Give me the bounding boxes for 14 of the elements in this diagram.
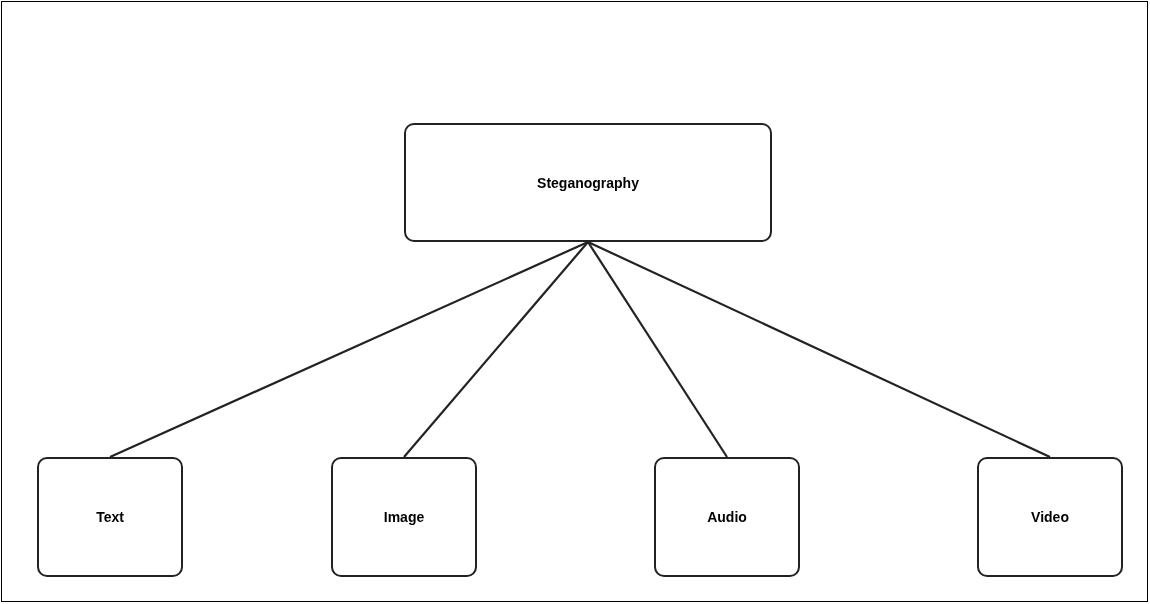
connector-line <box>587 241 1051 458</box>
category-box <box>331 457 477 577</box>
connector-line <box>109 241 589 458</box>
category-box <box>654 457 800 577</box>
node-label: Steganography <box>537 174 639 191</box>
node-label: Video <box>1031 509 1069 525</box>
node-label: Text <box>96 509 124 525</box>
connector-line <box>587 241 728 458</box>
connector-line <box>403 241 589 458</box>
node-label: Audio <box>707 509 747 525</box>
category-box <box>977 457 1123 577</box>
category-box <box>404 123 772 242</box>
category-box <box>37 457 183 577</box>
node-label: Image <box>383 509 425 525</box>
